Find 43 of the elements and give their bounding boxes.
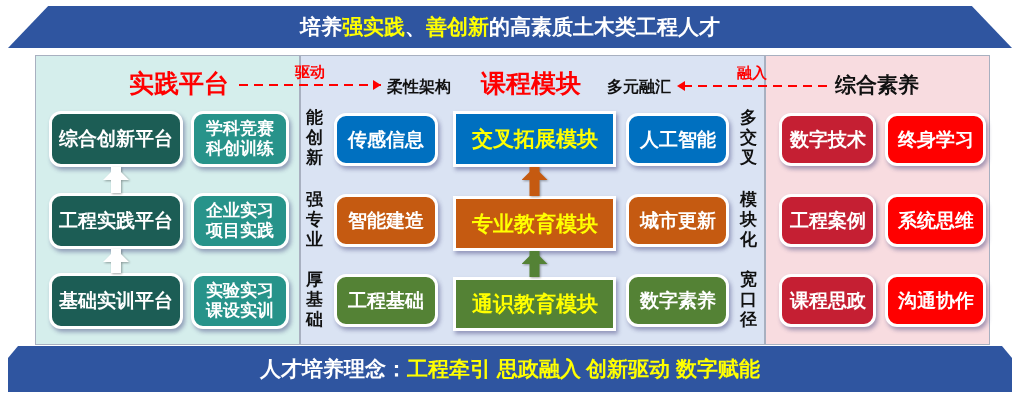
topic-box: 综合创新平台: [49, 111, 183, 167]
topic-box: 数字技术: [779, 113, 876, 166]
module-box: 通识教育模块: [453, 277, 616, 331]
topic-box: 数字素养: [626, 274, 729, 327]
topic-box: 城市更新: [626, 194, 729, 247]
arrow: [103, 249, 129, 273]
activity-box: 学科竞赛科创训练: [191, 111, 289, 167]
arrow: [103, 167, 129, 193]
side-label: 多交叉: [739, 108, 757, 168]
heading-text: 多元融汇: [601, 73, 677, 101]
roof-banner: 培养强实践、善创新的高素质土木类工程人才: [8, 6, 1012, 48]
activity-box: 实验实习课设实训: [191, 273, 289, 329]
topic-box: 课程思政: [779, 274, 876, 327]
topic-box: 工程实践平台: [49, 193, 183, 249]
arrow: [238, 80, 382, 90]
activity-box: 企业实习项目实践: [191, 193, 289, 249]
heading-text: 柔性架构: [381, 73, 457, 101]
arrow: [521, 251, 548, 277]
topic-box: 基础实训平台: [49, 273, 183, 329]
topic-box: 沟通协作: [885, 274, 986, 327]
edge-label: 驱动: [295, 63, 325, 82]
topic-box: 人工智能: [626, 113, 729, 166]
side-label: 厚基础: [305, 270, 323, 330]
edge-label: 融入: [737, 64, 767, 83]
topic-box: 传感信息: [334, 113, 438, 166]
arrow: [676, 81, 828, 91]
section-panel: [765, 55, 990, 345]
bottom-banner: 人才培养理念：工程牵引 思政融入 创新驱动 数字赋能: [8, 346, 1012, 392]
heading-text: 实践平台: [119, 65, 239, 101]
heading-text: 综合素养: [827, 69, 927, 101]
topic-box: 智能建造: [334, 194, 438, 247]
module-box: 专业教育模块: [453, 196, 616, 251]
topic-box: 终身学习: [885, 113, 986, 166]
heading-text: 课程模块: [471, 65, 591, 101]
arrow: [521, 167, 548, 196]
side-label: 宽口径: [739, 270, 757, 330]
side-label: 强专业: [305, 190, 323, 250]
topic-box: 工程案例: [779, 194, 876, 247]
topic-box: 系统思维: [885, 194, 986, 247]
side-label: 模块化: [739, 190, 757, 250]
topic-box: 工程基础: [334, 274, 438, 327]
side-label: 能创新: [305, 108, 323, 168]
module-box: 交叉拓展模块: [453, 111, 616, 167]
